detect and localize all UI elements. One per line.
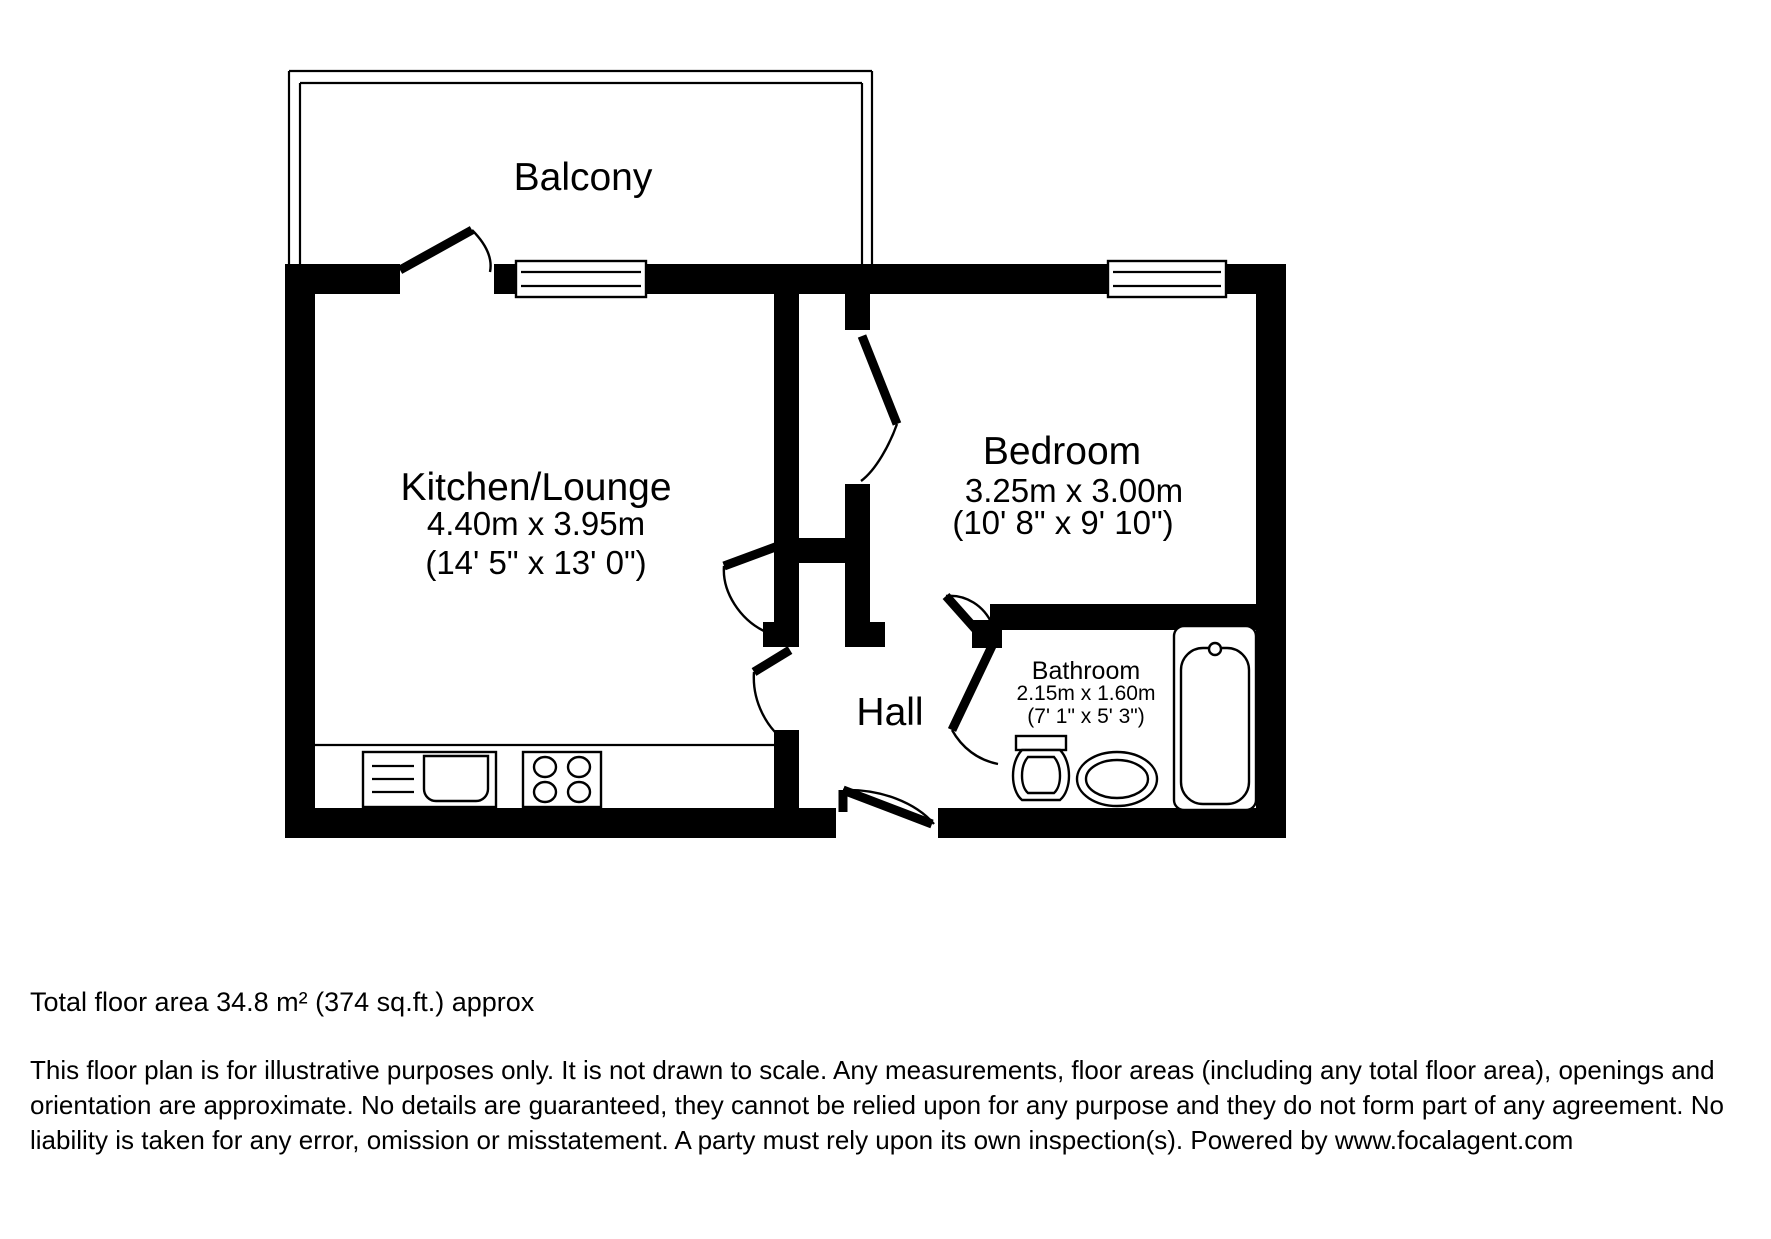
balcony-outline (287, 69, 874, 272)
bedroom-door[interactable] (857, 334, 902, 482)
interior-walls (763, 285, 1258, 820)
floor-plan-drawing: Balcony (285, 69, 1286, 838)
hob-icon (521, 750, 603, 809)
toilet-icon (1011, 734, 1071, 802)
bedroom-window (1106, 259, 1228, 299)
footer: Total floor area 34.8 m² (374 sq.ft.) ap… (30, 985, 1750, 1158)
disclaimer-text: This floor plan is for illustrative purp… (30, 1055, 1724, 1155)
bedroom-label-group: Bedroom 3.25m x 3.00m (10' 8" x 9' 10") (952, 430, 1183, 541)
lounge-door[interactable] (722, 541, 780, 634)
bathroom-label: Bathroom (1032, 657, 1140, 685)
bathtub-icon (1172, 624, 1258, 812)
basin-icon (1075, 750, 1159, 808)
hall-bathroom-door[interactable] (947, 644, 999, 766)
lounge-window (514, 259, 648, 299)
entrance-door[interactable] (838, 785, 935, 829)
hall-door[interactable] (751, 646, 793, 746)
balcony-door[interactable] (397, 226, 492, 274)
sink-icon (361, 750, 498, 809)
balcony-label: Balcony (514, 156, 653, 199)
bedroom-dim-metric: 3.25m x 3.00m (965, 472, 1183, 509)
exterior-walls (285, 264, 1286, 838)
bathroom-dim-imperial: (7' 1" x 5' 3") (1027, 705, 1144, 728)
kitchen-lounge-dim-metric: 4.40m x 3.95m (427, 505, 645, 542)
total-floor-area: Total floor area 34.8 m² (374 sq.ft.) ap… (30, 987, 535, 1017)
floor-plan-canvas: Balcony (285, 69, 1286, 838)
bathroom-dim-metric: 2.15m x 1.60m (1017, 682, 1156, 705)
kitchen-lounge-dim-imperial: (14' 5" x 13' 0") (425, 544, 646, 581)
bedroom-dim-imperial: (10' 8" x 9' 10") (952, 504, 1173, 541)
kitchen-lounge-label-group: Kitchen/Lounge 4.40m x 3.95m (14' 5" x 1… (400, 466, 671, 581)
bathroom-label-group: Bathroom 2.15m x 1.60m (7' 1" x 5' 3") (1017, 657, 1156, 728)
bedroom-label: Bedroom (983, 430, 1141, 473)
hall-label: Hall (856, 691, 923, 734)
kitchen-lounge-label: Kitchen/Lounge (400, 466, 671, 509)
bathroom-door[interactable] (942, 593, 994, 635)
